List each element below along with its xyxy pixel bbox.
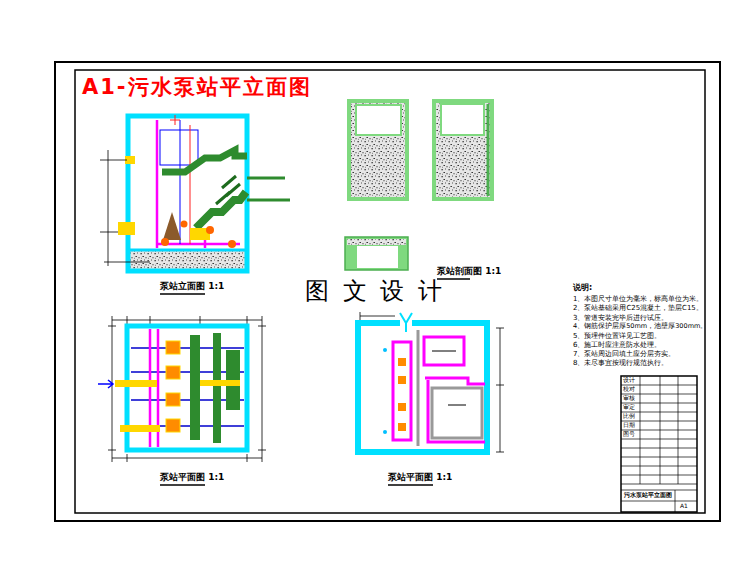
room-mark: [432, 351, 456, 352]
pump: [166, 393, 180, 406]
pump: [166, 366, 180, 379]
note-line: 2、泵站基础采用C25混凝土，垫层C15。: [573, 305, 703, 313]
inlet-pipe: [115, 380, 157, 387]
note-line: 7、泵站周边回填土应分层夯实。: [573, 350, 675, 358]
outlet-pipe: [200, 380, 240, 386]
pipe-plan: [190, 335, 200, 440]
title-block-frame: [621, 376, 697, 512]
equipment-outline: [160, 130, 198, 165]
opening: [441, 104, 484, 135]
table-cell: 审定: [623, 404, 635, 411]
table-cell: 设计: [623, 377, 635, 384]
pipe-line: [157, 243, 240, 246]
slab-plan: [349, 101, 407, 199]
section-hatch: [347, 239, 406, 245]
joint-dot: [161, 238, 169, 246]
pump-plan-view: [98, 316, 266, 485]
pump: [398, 376, 406, 384]
view-caption: 泵站剖面图 1:1: [437, 266, 501, 276]
room-outline: [424, 337, 464, 365]
pump: [166, 341, 180, 354]
outer-frame: [55, 62, 720, 521]
pump: [398, 423, 406, 431]
riser-pipe: [196, 192, 246, 228]
caption-underline: [160, 484, 205, 486]
wall-outline: [358, 323, 487, 452]
drain-dot: [383, 430, 387, 434]
section-void: [357, 246, 398, 268]
view-caption: 泵站平面图 1:1: [160, 472, 224, 482]
view-caption: 泵站立面图 1:1: [160, 281, 224, 291]
table-cell: A1: [680, 503, 688, 510]
note-line: 4、钢筋保护层厚50mm，池壁厚300mm。: [573, 323, 707, 331]
pipe-line: [156, 120, 159, 248]
watermark: 图 文 设 计: [305, 278, 445, 306]
pump: [398, 358, 406, 366]
title-block: [621, 376, 697, 512]
dimension-line: [108, 316, 266, 462]
table-rule: [621, 385, 697, 501]
note-line: 3、管道安装完毕后进行试压。: [573, 314, 668, 322]
wall-outline: [128, 116, 247, 271]
cross-mark: [170, 115, 180, 125]
dimension-line: [100, 150, 150, 266]
table-cell: 污水泵站平立面图: [624, 492, 672, 499]
room-outline: [425, 378, 485, 442]
table-cell: 审核: [623, 395, 635, 402]
inner-frame: [75, 70, 705, 513]
axis-line: [190, 125, 191, 244]
floor-line: [130, 249, 246, 252]
room-mark: [448, 405, 466, 406]
elevation-view: [100, 115, 290, 294]
axis-line: [180, 120, 181, 244]
note-line: 8、未尽事宜按现行规范执行。: [573, 359, 668, 367]
pump-symbol: [163, 212, 181, 240]
room-wall: [432, 388, 482, 438]
inner-wall: [417, 330, 420, 446]
table-cell: 日期: [623, 422, 635, 429]
wet-well: [393, 342, 411, 440]
note-line: 5、预埋件位置详见工艺图。: [573, 332, 661, 340]
notes-heading: 说明:: [573, 283, 592, 292]
dimension-line: [360, 312, 504, 452]
pump: [398, 403, 406, 411]
note-line: 6、施工时应注意防水处理。: [573, 341, 661, 349]
drain-dot: [383, 348, 387, 352]
slab-section: [345, 237, 408, 270]
small-plan-views: [345, 101, 492, 279]
pump: [166, 419, 180, 432]
pipe-plan: [213, 333, 221, 443]
slab-edge: [487, 104, 490, 196]
pipe-fitting: [216, 176, 240, 204]
note-line: 1、本图尺寸单位为毫米，标高单位为米。: [573, 296, 703, 304]
opening: [356, 105, 401, 135]
entrance-mark: [400, 313, 412, 332]
pump-units: [166, 341, 180, 432]
table-cell: 校对: [623, 386, 635, 393]
inlet-pipe: [120, 425, 160, 432]
caption-underline: [388, 484, 433, 486]
view-caption: 泵站平面图 1:1: [388, 472, 452, 482]
sheet-title: A1-污水泵站平立面图: [82, 75, 312, 99]
slab-plan: [434, 101, 492, 199]
foundation-hatch: [130, 250, 246, 269]
discharge-pipe: [162, 150, 247, 172]
valve: [118, 222, 135, 235]
flow-arrow: [98, 380, 113, 388]
joint-dot: [206, 226, 214, 234]
table-cell: 比例: [623, 413, 635, 420]
joint-dot: [228, 240, 236, 248]
layout-plan-view: [358, 312, 504, 485]
table-cell: 图号: [623, 431, 635, 438]
caption-underline: [160, 293, 205, 295]
outlet-pipe: [247, 178, 290, 200]
joint-dot: [181, 221, 188, 228]
